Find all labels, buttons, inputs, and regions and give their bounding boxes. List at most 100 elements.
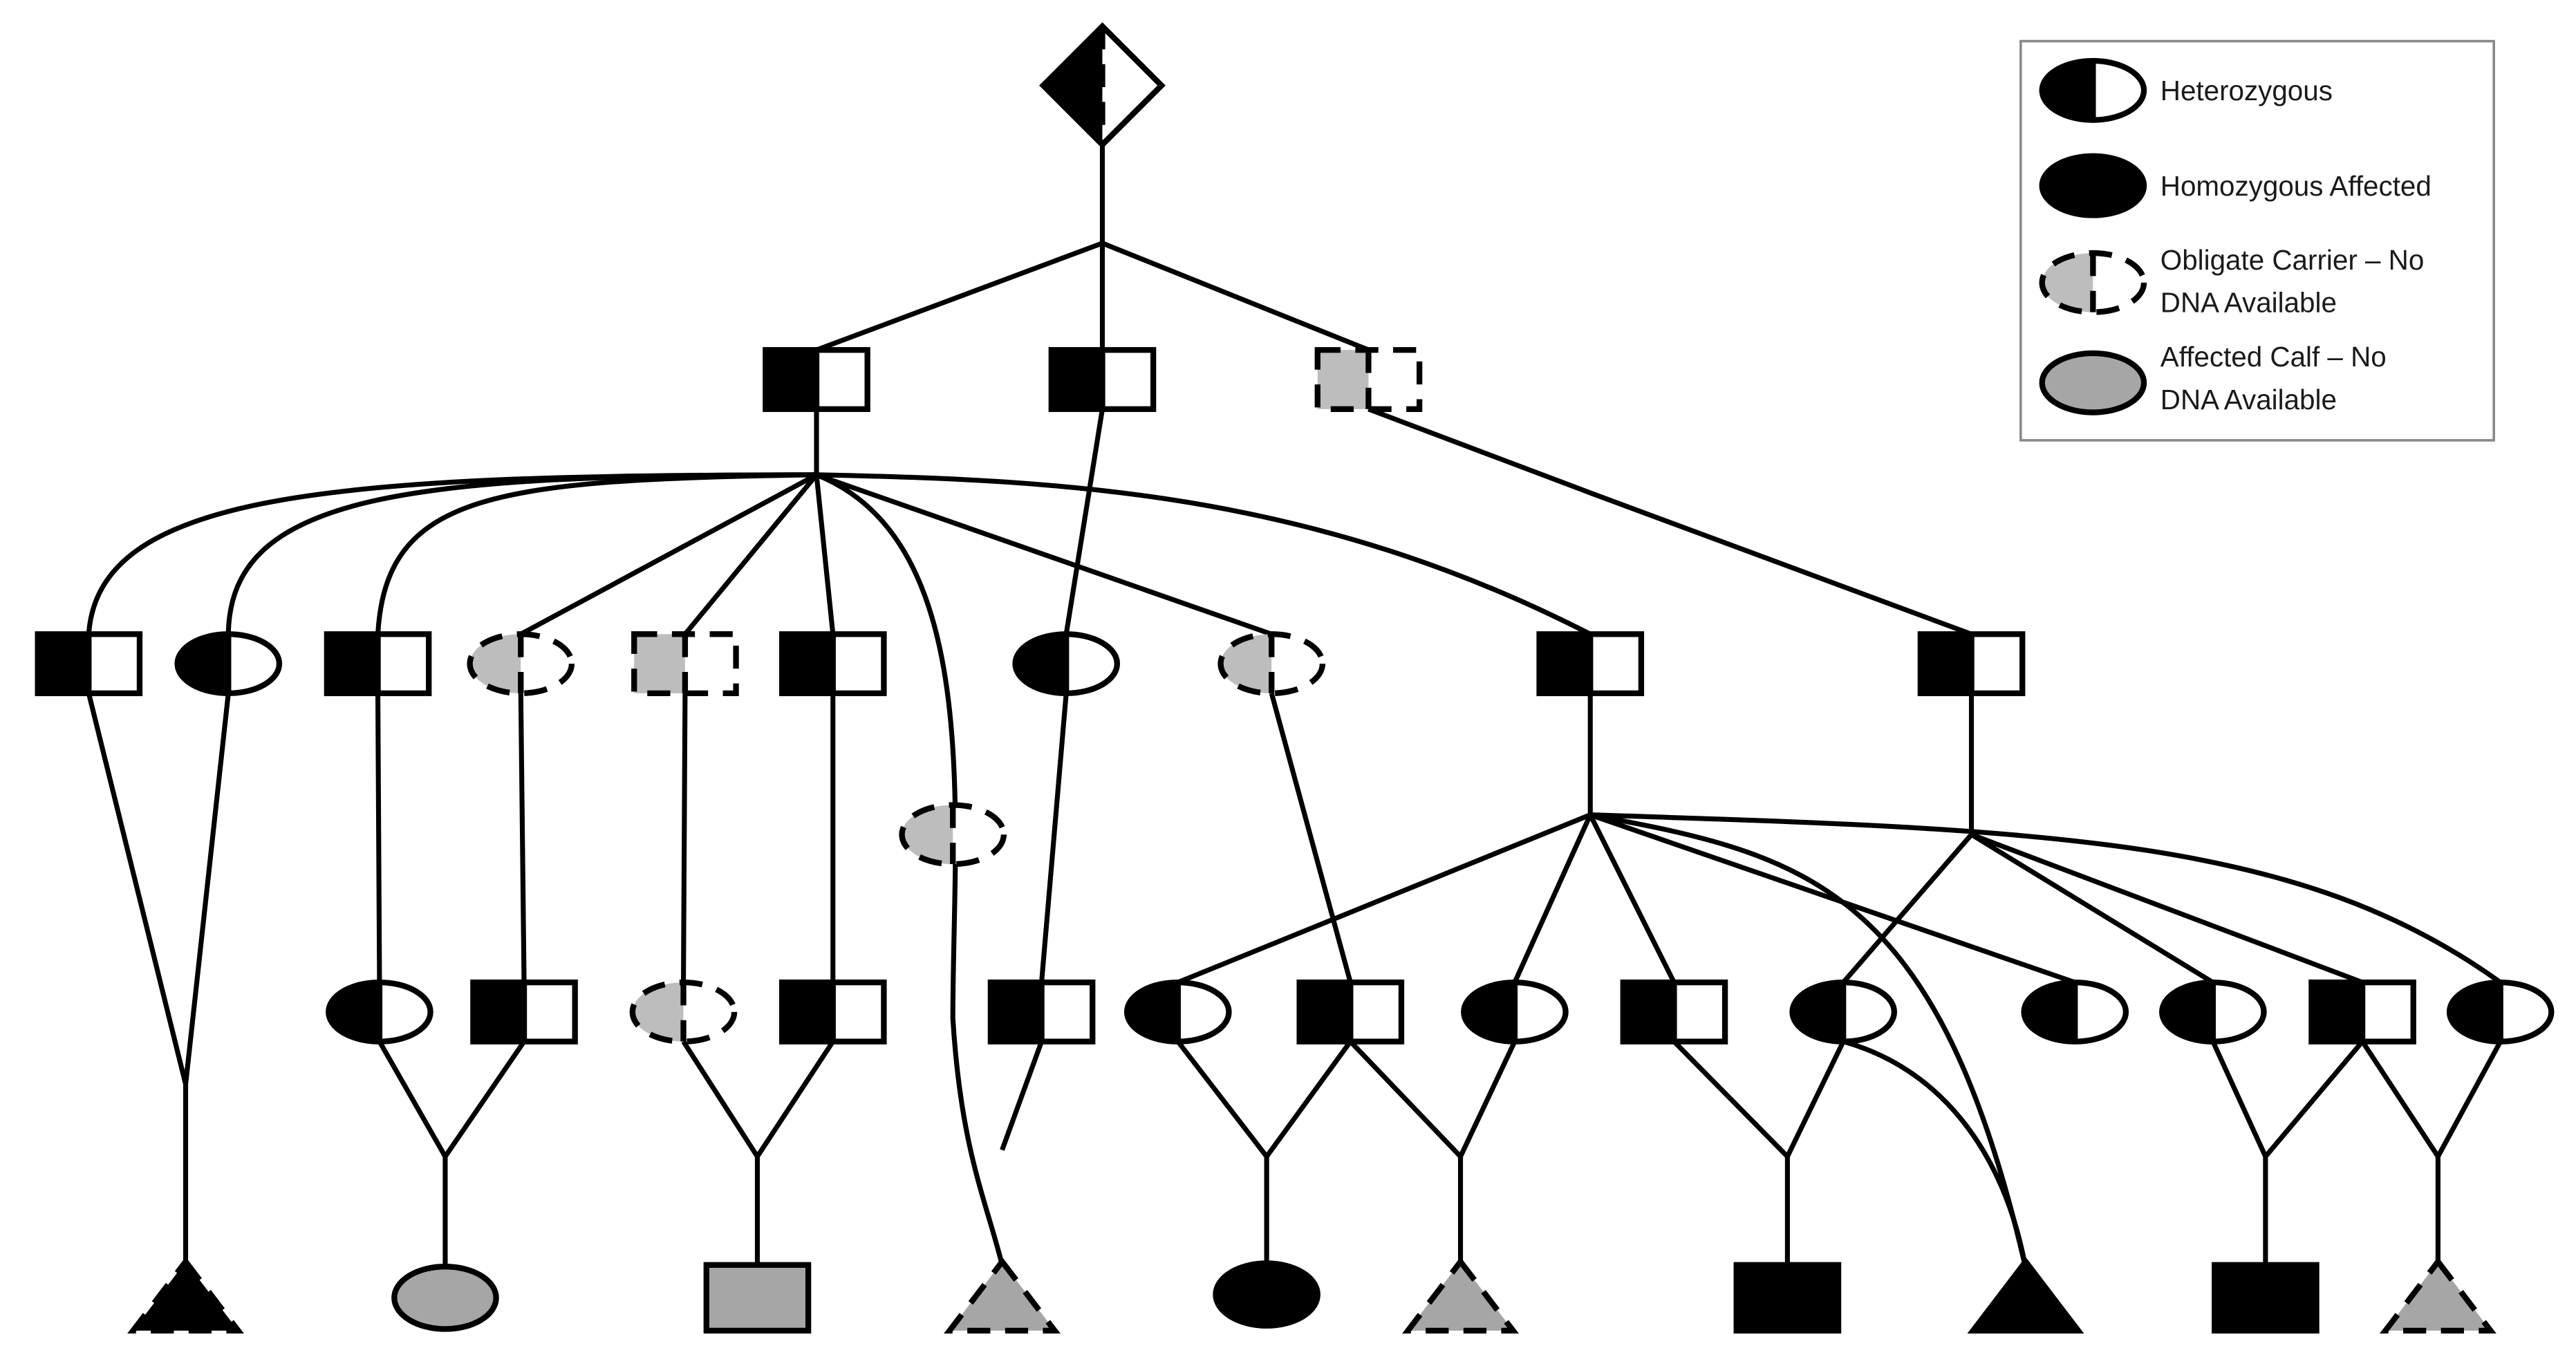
left-half bbox=[1043, 26, 1103, 145]
g2b-to-g3g bbox=[1063, 409, 1105, 635]
right-half bbox=[2362, 982, 2414, 1042]
c4-affected-calf-unknown bbox=[944, 1257, 1061, 1334]
founder-to-g2a bbox=[815, 241, 1103, 353]
full bbox=[1733, 1262, 1842, 1334]
g3k-obligate-carrier-female bbox=[899, 802, 1007, 868]
right-half bbox=[1971, 634, 2023, 693]
hub-to-g3d bbox=[519, 472, 818, 637]
right-half bbox=[1843, 982, 1894, 1042]
g4m-g4n-mating bbox=[2360, 1040, 2503, 1161]
left-half bbox=[902, 805, 953, 865]
right-half bbox=[1271, 634, 1323, 693]
c1-homozygous-unknown bbox=[127, 1257, 244, 1334]
g3i-to-g4k bbox=[1589, 812, 2076, 985]
left-half bbox=[632, 982, 684, 1042]
g4a-g4b-mating bbox=[377, 1040, 526, 1161]
g3j-to-g4l bbox=[1970, 832, 2214, 985]
full bbox=[391, 1264, 499, 1332]
right-half bbox=[521, 634, 572, 693]
g4b-heterozygous-male bbox=[470, 979, 578, 1045]
pedigree-symbols bbox=[35, 22, 2555, 1334]
g4e-to-c4 bbox=[1000, 1040, 1044, 1151]
left-half bbox=[1317, 350, 1369, 409]
right-half bbox=[228, 634, 279, 693]
g2b-heterozygous-male bbox=[1048, 347, 1157, 412]
legend-affected-calf-icon bbox=[2039, 350, 2147, 415]
full bbox=[2039, 350, 2147, 415]
f-heterozygous-unknown bbox=[1039, 22, 1166, 149]
left-half bbox=[1920, 634, 1972, 693]
g3a-heterozygous-male bbox=[35, 631, 143, 697]
left-half bbox=[1127, 982, 1178, 1042]
legend: Heterozygous Homozygous Affected Obligat… bbox=[2019, 39, 2495, 442]
pedigree-lines bbox=[86, 144, 2503, 1269]
g4g-g4h-mating bbox=[1348, 1040, 1518, 1161]
right-half bbox=[1102, 350, 1154, 409]
hub-to-g3h bbox=[815, 472, 1273, 637]
g4l-heterozygous-female bbox=[2159, 979, 2267, 1045]
g2a-heterozygous-male bbox=[763, 347, 870, 412]
g3a-to-v1 bbox=[86, 693, 188, 1085]
g3g-heterozygous-female bbox=[1012, 631, 1121, 697]
full bbox=[2379, 1257, 2496, 1334]
g4k-heterozygous-female bbox=[2021, 979, 2129, 1045]
left-half bbox=[1464, 982, 1515, 1042]
full bbox=[1967, 1257, 2084, 1334]
g4i-heterozygous-male bbox=[1620, 979, 1728, 1045]
full bbox=[1402, 1257, 1519, 1334]
g3f-heterozygous-male bbox=[778, 631, 887, 697]
g3e-to-g4c bbox=[680, 693, 688, 983]
g3d-obligate-carrier-female bbox=[467, 631, 575, 697]
right-half bbox=[832, 634, 884, 693]
left-half bbox=[2024, 982, 2075, 1042]
left-half bbox=[782, 982, 833, 1042]
legend-heterozygous-label: Heterozygous bbox=[2160, 75, 2333, 106]
legend-affected-calf-label-line2: DNA Available bbox=[2160, 384, 2337, 415]
right-half bbox=[683, 982, 735, 1042]
right-half bbox=[88, 634, 140, 693]
g3j-heterozygous-male bbox=[1917, 631, 2026, 697]
right-half bbox=[2075, 982, 2126, 1042]
right-half bbox=[2093, 253, 2145, 312]
left-half bbox=[1792, 982, 1844, 1042]
c9-homozygous-male bbox=[2212, 1262, 2320, 1334]
g4m-heterozygous-male bbox=[2308, 979, 2416, 1045]
g4d-heterozygous-male bbox=[778, 979, 887, 1045]
right-half bbox=[953, 805, 1004, 865]
g4f-g4g-mating bbox=[1175, 1040, 1353, 1161]
left-half bbox=[2162, 982, 2213, 1042]
g4a-heterozygous-female bbox=[326, 979, 433, 1045]
left-half bbox=[1299, 982, 1351, 1042]
left-half bbox=[473, 982, 525, 1042]
c5-homozygous-female bbox=[1213, 1260, 1320, 1329]
left-half bbox=[37, 634, 89, 693]
full bbox=[2039, 153, 2147, 218]
full bbox=[127, 1257, 244, 1334]
right-half bbox=[1590, 634, 1641, 693]
left-half bbox=[634, 634, 685, 693]
legend-symbols bbox=[2039, 57, 2147, 415]
full bbox=[2212, 1262, 2320, 1334]
c7-homozygous-male bbox=[1733, 1262, 1842, 1334]
right-half bbox=[1066, 634, 1117, 693]
g4e-heterozygous-male bbox=[987, 979, 1096, 1045]
g3j-to-g4j bbox=[1841, 832, 1974, 984]
right-half bbox=[684, 634, 736, 693]
g4j-heterozygous-female bbox=[1789, 979, 1898, 1045]
g3b-to-v1 bbox=[183, 693, 231, 1085]
g4n-heterozygous-female bbox=[2446, 979, 2555, 1045]
right-half bbox=[2093, 61, 2145, 120]
left-half bbox=[328, 982, 380, 1042]
left-half bbox=[2042, 253, 2093, 312]
right-half bbox=[1514, 982, 1566, 1042]
legend-obligate-carrier-label-line2: DNA Available bbox=[2160, 287, 2337, 319]
left-half bbox=[765, 350, 817, 409]
g3i-to-g4f bbox=[1177, 812, 1592, 985]
full bbox=[944, 1257, 1061, 1334]
right-half bbox=[816, 350, 868, 409]
g3d-to-g4b bbox=[518, 693, 527, 983]
g3e-obligate-carrier-male bbox=[631, 631, 739, 697]
g2c-to-g3j bbox=[1368, 406, 1972, 637]
right-half bbox=[832, 982, 884, 1042]
left-half bbox=[326, 634, 378, 693]
